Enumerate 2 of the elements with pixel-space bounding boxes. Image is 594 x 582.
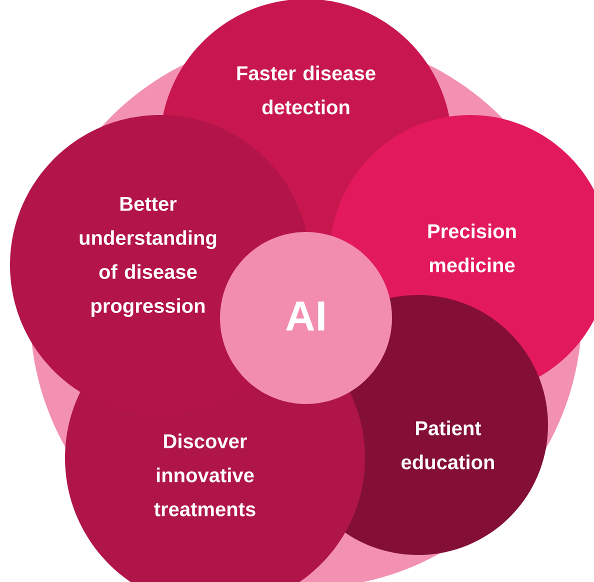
circle-segment: AI [220, 232, 392, 404]
node-label: Discover innovative treatments [154, 434, 256, 516]
